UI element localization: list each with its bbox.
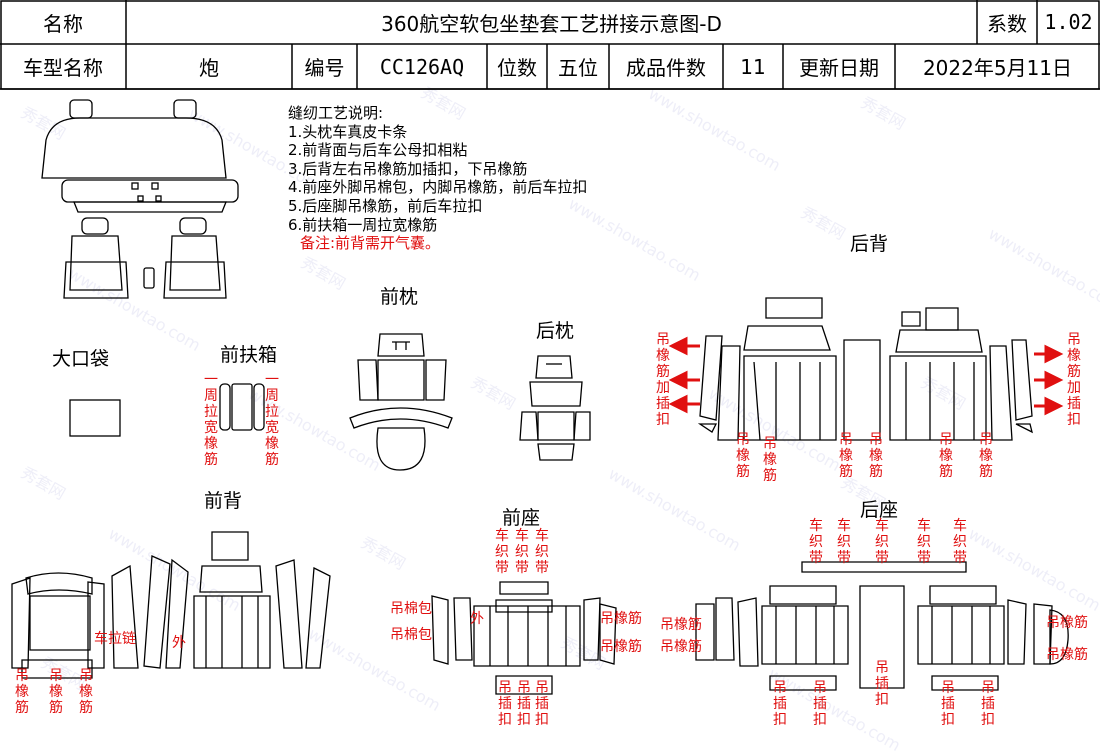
annotation-hang-clip: 吊插扣 [981, 680, 995, 728]
rear-back-arrows [668, 336, 1064, 416]
label-front-seat: 前座 [502, 507, 541, 529]
note-item: 6.前扶箱一周拉宽橡筋 [288, 215, 438, 234]
annotation-elastic-h: 吊橡筋 [1046, 647, 1088, 663]
annotation-elastic: 吊橡筋 [869, 432, 883, 480]
note-item: 4.前座外脚吊棉包，内脚吊橡筋，前后车拉扣 [288, 178, 588, 197]
annotation-elastic: 吊橡筋 [49, 668, 63, 716]
annotation-elastic-h: 吊橡筋 [660, 617, 702, 633]
annotation-hang-clip: 吊插扣 [498, 680, 512, 728]
label-front-armrest: 前扶箱 [220, 344, 278, 366]
front-seat-pieces [431, 581, 617, 695]
annotation-elastic: 吊橡筋 [839, 432, 853, 480]
notes-remark: 备注:前背需开气囊。 [300, 234, 441, 253]
front-armrest-pieces [219, 383, 265, 431]
sheet-title: 360航空软包坐垫套工艺拼接示意图-D [381, 11, 722, 36]
annotation-car-strap: 车织带 [917, 518, 931, 566]
annotation-outer: 外 [470, 611, 484, 627]
annotation-hang-clip: 吊插扣 [813, 680, 827, 728]
note-item: 2.前背面与后车公母扣相粘 [288, 141, 468, 160]
annotation-cotton-pack: 吊棉包 [390, 601, 432, 617]
annotation-hang-clip: 吊插扣 [535, 680, 549, 728]
label-rear-back: 后背 [850, 233, 889, 255]
annotation-outer: 外 [172, 635, 186, 651]
code-value: CC126AQ [379, 54, 465, 79]
rear-seat-pieces [695, 561, 1069, 691]
annotation-car-strap: 车织带 [515, 528, 529, 576]
seats-label: 位数 [497, 56, 537, 80]
annotation-elastic-h: 吊橡筋 [600, 639, 642, 655]
annotation-elastic-clip-left: 吊橡筋加插扣 [656, 332, 670, 428]
annotation-car-zipper: 车拉链 [94, 631, 136, 647]
annotation-cotton-pack: 吊棉包 [390, 627, 432, 643]
pieces-label: 成品件数 [626, 56, 706, 80]
annotation-elastic-clip-right: 吊橡筋加插扣 [1067, 332, 1081, 428]
annotation-car-strap: 车织带 [535, 528, 549, 576]
coef-value: 1.02 [1044, 10, 1093, 34]
annotation-car-strap: 车织带 [953, 518, 967, 566]
annotation-elastic: 吊橡筋 [763, 436, 777, 484]
header-table: 名称 360航空软包坐垫套工艺拼接示意图-D 系数 1.02 车型名称 炮 编号… [0, 0, 1100, 90]
label-front-back: 前背 [204, 490, 243, 512]
pieces-value: 11 [740, 54, 766, 79]
note-item: 1.头枕车真皮卡条 [288, 122, 408, 141]
annotation-elastic: 吊橡筋 [736, 432, 750, 480]
annotation-hang-clip: 吊插扣 [517, 680, 531, 728]
note-item: 5.后座脚吊橡筋，前后车拉扣 [288, 196, 483, 215]
name-label: 名称 [43, 11, 83, 36]
annotation-elastic-h: 吊橡筋 [660, 639, 702, 655]
model-value: 炮 [199, 56, 219, 80]
annotation-wide-elastic-left: 一周拉宽橡筋 [204, 372, 218, 468]
rear-headrest-pieces [519, 355, 591, 461]
sewing-notes: 缝纫工艺说明: 1.头枕车真皮卡条 2.前背面与后车公母扣相粘 3.后背左右吊橡… [288, 104, 587, 253]
rear-back-pieces [697, 297, 1033, 441]
annotation-elastic: 吊橡筋 [939, 432, 953, 480]
date-label: 更新日期 [799, 56, 879, 80]
label-rear-seat: 后座 [860, 499, 899, 521]
annotation-car-strap: 车织带 [875, 518, 889, 566]
model-label: 车型名称 [23, 56, 103, 80]
front-headrest-pieces [349, 333, 453, 471]
seats-value: 五位 [558, 56, 598, 80]
annotation-hang-clip: 吊插扣 [773, 680, 787, 728]
date-value: 2022年5月11日 [922, 56, 1073, 80]
header-grid [0, 0, 1100, 90]
annotation-hang-clip: 吊插扣 [941, 680, 955, 728]
annotation-hang-clip: 吊插扣 [875, 660, 889, 708]
annotation-elastic-h: 吊橡筋 [1046, 615, 1088, 631]
annotation-car-strap: 车织带 [495, 528, 509, 576]
note-item: 3.后背左右吊橡筋加插扣，下吊橡筋 [288, 159, 528, 178]
seat-overview-drawing [41, 99, 239, 299]
annotation-wide-elastic-right: 一周拉宽橡筋 [265, 372, 279, 468]
coef-label: 系数 [987, 11, 1027, 36]
annotation-elastic: 吊橡筋 [979, 432, 993, 480]
notes-heading: 缝纫工艺说明: [288, 104, 384, 122]
annotation-elastic-h: 吊橡筋 [600, 611, 642, 627]
pattern-drawings [11, 99, 1069, 695]
annotation-car-strap: 车织带 [809, 518, 823, 566]
front-back-pieces [11, 531, 331, 679]
label-front-headrest: 前枕 [380, 286, 419, 308]
code-label: 编号 [304, 56, 345, 80]
annotation-elastic: 吊橡筋 [79, 668, 93, 716]
big-pocket-piece [69, 399, 121, 437]
annotation-elastic: 吊橡筋 [15, 668, 29, 716]
annotation-car-strap: 车织带 [837, 518, 851, 566]
label-big-pocket: 大口袋 [52, 348, 110, 370]
label-rear-headrest: 后枕 [536, 320, 575, 342]
